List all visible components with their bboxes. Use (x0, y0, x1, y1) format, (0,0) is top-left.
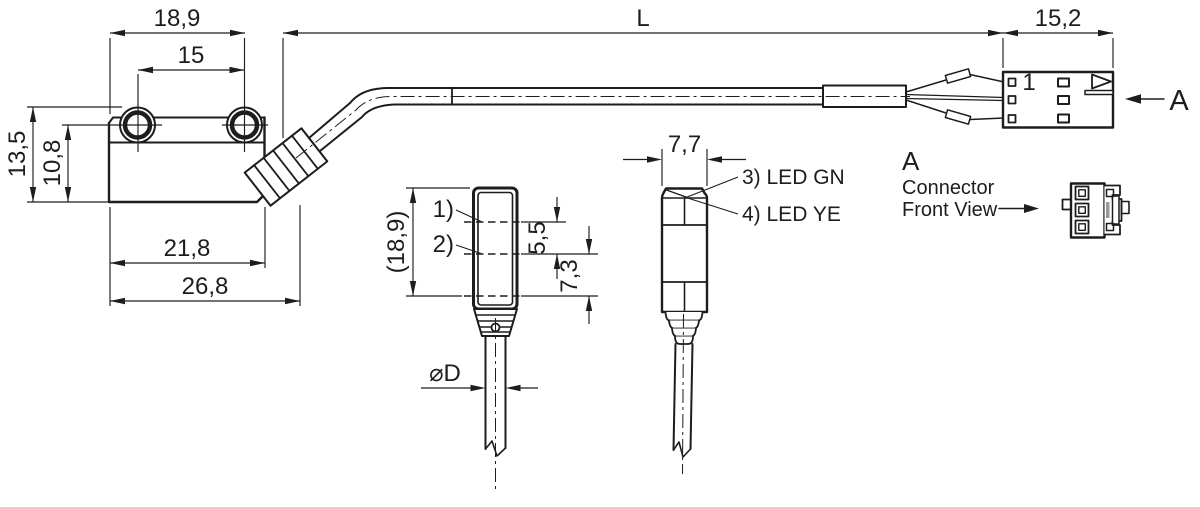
dim-side-height-label: (18,9) (383, 211, 410, 274)
dim-height-overall-label: 13,5 (4, 131, 31, 178)
cable-break-symbol-front (672, 441, 692, 458)
dim-side-height (406, 187, 470, 297)
connector-side-view (1001, 70, 1115, 129)
dim-height-overall (29, 107, 37, 202)
dim-hole-spacing (138, 66, 245, 74)
dim-overall-width (110, 297, 300, 305)
connector-front-view-drawing (1061, 182, 1130, 239)
view-a-block (998, 182, 1130, 239)
front-view (623, 149, 746, 475)
wire-crimp-bottom (944, 109, 972, 125)
dim-connector-width (1003, 29, 1113, 37)
dim-led1-offset-label: 5,5 (524, 221, 551, 254)
view-direction-label: A (1169, 85, 1189, 117)
dim-top-width (110, 29, 245, 37)
top-view-body (107, 106, 266, 204)
cable-run (295, 84, 910, 159)
strain-relief-boot-front-view (664, 311, 704, 345)
dim-body-width-label: 21,8 (164, 235, 211, 262)
side-view (406, 186, 598, 489)
view-a-title: A (902, 146, 920, 176)
callout-2-label: 2) (433, 231, 454, 258)
dim-body-width (110, 259, 265, 267)
led-window-bar (1106, 202, 1110, 218)
dimension-lines (27, 29, 1114, 306)
dim-front-width-label: 7,7 (668, 131, 701, 158)
dim-led2-offset-label: 7,3 (556, 259, 583, 292)
cable-break-symbol (484, 440, 507, 457)
view-a-caption-line1: Connector (902, 177, 995, 199)
wire-crimp-top (944, 68, 972, 84)
view-a-direction-arrow (1125, 94, 1165, 104)
dim-cable-diameter-label: ⌀D (429, 360, 461, 387)
dim-top-width-label: 18,9 (154, 5, 201, 32)
callout-4-led-ye-label: 4) LED YE (742, 203, 841, 226)
labels: 18,9 15 13,5 10,8 21,8 26,8 L 15,2 1 A (… (4, 5, 1189, 387)
dim-front-width (623, 149, 746, 186)
dim-led-offsets (521, 197, 598, 324)
callout-3-led-gn-label: 3) LED GN (742, 166, 845, 189)
dim-hole-spacing-label: 15 (178, 42, 205, 69)
dim-height-to-axis (64, 125, 72, 202)
connector-pin1-label: 1 (1022, 69, 1035, 96)
dim-cable-diameter (421, 384, 538, 392)
dim-overall-width-label: 26,8 (182, 273, 229, 300)
wires-to-connector (905, 68, 1005, 125)
dim-height-to-axis-label: 10,8 (39, 140, 66, 187)
polarity-flag (1091, 73, 1112, 90)
cable-centerline (295, 96, 910, 159)
callout-1-label: 1) (433, 196, 454, 223)
strain-relief-boot-top-view (243, 127, 329, 207)
view-a-pointer-arrow (998, 204, 1039, 213)
dim-cable-length (283, 29, 1003, 37)
view-a-caption-line2: Front View (902, 199, 998, 221)
dim-cable-length-label: L (636, 5, 649, 32)
dim-connector-width-label: 15,2 (1035, 5, 1082, 32)
